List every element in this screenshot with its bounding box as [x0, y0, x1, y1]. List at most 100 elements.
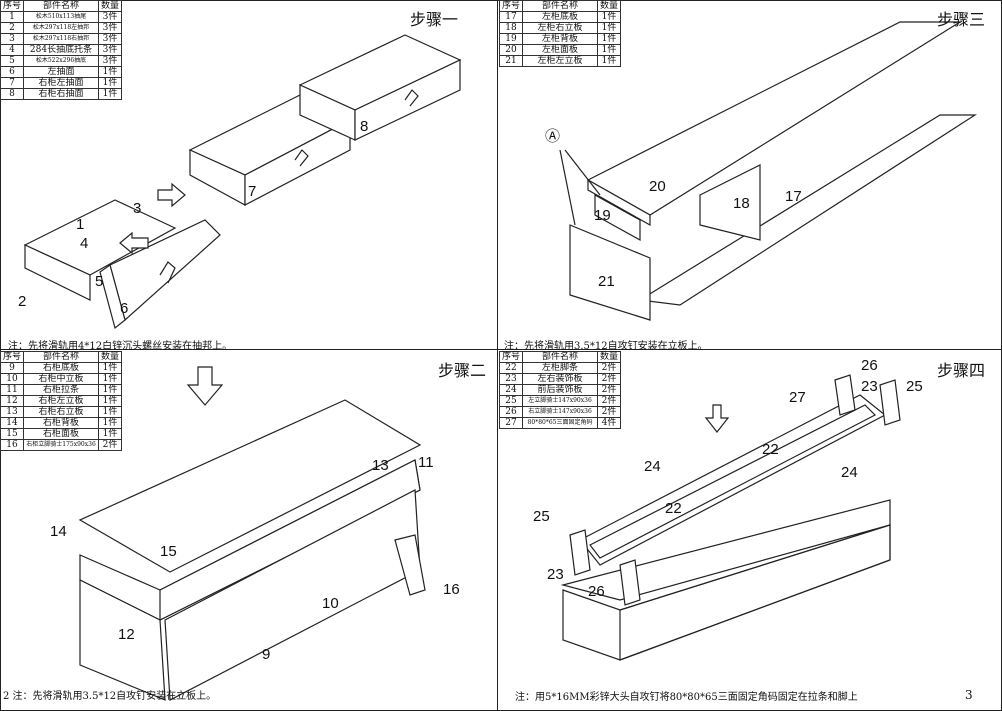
part-qty: 1件 — [98, 428, 123, 440]
arrow-right-icon — [157, 182, 186, 208]
header-name: 部件名称 — [522, 0, 599, 12]
part-callout: 11 — [418, 454, 434, 471]
step-title: 步骤二 — [438, 361, 487, 380]
part-qty: 2件 — [597, 362, 622, 374]
part-callout: 15 — [160, 543, 177, 560]
part-qty: 3件 — [98, 44, 123, 56]
part-qty: 3件 — [98, 33, 123, 45]
part-callout: 20 — [649, 178, 666, 195]
page-number: 3 — [965, 688, 973, 702]
part-no: 10 — [0, 373, 25, 385]
part-qty: 2件 — [98, 439, 123, 451]
part-qty: 1件 — [98, 77, 123, 89]
header-no: 序号 — [0, 0, 25, 12]
part-no: 11 — [0, 384, 25, 396]
part-name: 右柜中立板 — [23, 373, 100, 385]
header-name: 部件名称 — [23, 0, 100, 12]
part-name: 左柜脚条 — [522, 362, 599, 374]
part-name: 松木522x296抽底 — [23, 55, 100, 67]
part-callout: 4 — [80, 235, 89, 252]
header-name: 部件名称 — [522, 351, 599, 363]
drawer-assembly-small — [23, 199, 221, 330]
part-callout: 10 — [322, 595, 339, 612]
part-qty: 1件 — [597, 33, 622, 45]
horizontal-divider — [0, 349, 1002, 351]
part-callout: 1 — [76, 216, 85, 233]
drawer-8 — [298, 34, 462, 141]
part-name: 左柜底板 — [522, 11, 599, 23]
header-no: 序号 — [498, 0, 524, 12]
part-no: 13 — [0, 406, 25, 418]
part-callout: 18 — [733, 195, 750, 212]
part-callout: 25 — [906, 378, 923, 395]
step-title: 步骤三 — [937, 10, 986, 29]
part-qty: 3件 — [98, 55, 123, 67]
step-note: 注：先将滑轨用4*12白锌沉头螺丝安装在抽邦上。 — [8, 341, 233, 352]
part-name: 左抽面 — [23, 66, 100, 78]
part-name: 80*80*65三面固定角码 — [522, 417, 599, 429]
part-name: 松木510x113抽尾 — [23, 11, 100, 23]
part-no: 15 — [0, 428, 25, 440]
part-qty: 2件 — [597, 373, 622, 385]
part-qty: 1件 — [98, 66, 123, 78]
part-qty: 1件 — [98, 417, 123, 429]
part-name: 左柜右立板 — [522, 22, 599, 34]
part-no: 1 — [0, 11, 25, 23]
part-callout: 27 — [789, 389, 806, 406]
part-name: 左柜左立板 — [522, 55, 599, 67]
header-no: 序号 — [498, 351, 524, 363]
part-no: 12 — [0, 395, 25, 407]
part-no: 24 — [498, 384, 524, 396]
part-callout: 17 — [785, 188, 802, 205]
part-name: 右柜拉条 — [23, 384, 100, 396]
part-qty: 1件 — [597, 44, 622, 56]
part-name: 右柜右抽面 — [23, 88, 100, 100]
part-callout: 26 — [861, 357, 878, 374]
part-callout: 23 — [861, 378, 878, 395]
part-name: 右柜面板 — [23, 428, 100, 440]
part-name: 左柜背板 — [522, 33, 599, 45]
part-name: 右柜左立板 — [23, 395, 100, 407]
part-name: 284长抽底托条 — [23, 44, 100, 56]
part-no: 17 — [498, 11, 524, 23]
part-no: 14 — [0, 417, 25, 429]
part-qty: 3件 — [98, 22, 123, 34]
part-qty: 1件 — [98, 362, 123, 374]
arrow-down-icon — [186, 366, 224, 406]
part-qty: 3件 — [98, 11, 123, 23]
part-qty: 1件 — [597, 55, 622, 67]
part-callout: 19 — [594, 207, 611, 224]
part-qty: 1件 — [597, 11, 622, 23]
part-callout: 12 — [118, 626, 135, 643]
part-callout: 25 — [533, 508, 550, 525]
arrow-up-icon — [119, 231, 149, 255]
right-cabinet-drawing — [78, 366, 426, 701]
part-no: 18 — [498, 22, 524, 34]
part-name: 松木297x118左抽邦 — [23, 22, 100, 34]
part-no: 5 — [0, 55, 25, 67]
part-no: 8 — [0, 88, 25, 100]
part-callout: 14 — [50, 523, 67, 540]
part-callout: 2 — [18, 293, 27, 310]
part-qty: 4件 — [597, 417, 622, 429]
